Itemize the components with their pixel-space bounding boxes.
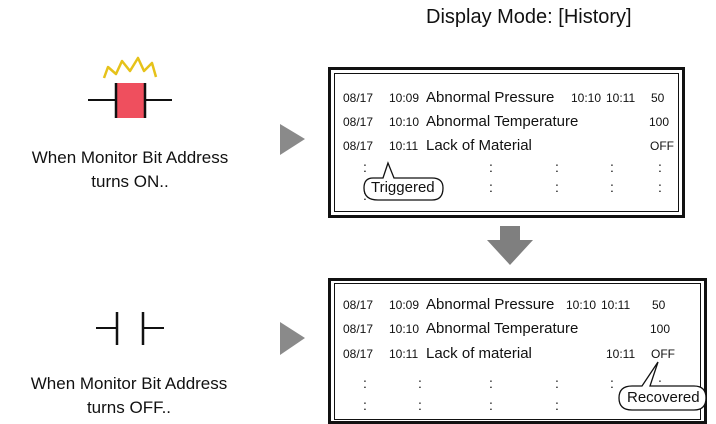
continuation-dots: : [555,179,559,195]
continuation-dots: : [658,375,662,391]
continuation-dots: : [363,375,367,391]
history-display-off-inner [334,283,701,420]
caption-off: When Monitor Bit Address turns OFF.. [30,374,228,417]
contact-off-icon [96,312,164,345]
continuation-dots: : [363,397,367,413]
callout-triggered-label: Triggered [371,179,435,196]
continuation-dots: : [363,187,367,203]
callout-recovered-label: Recovered [627,389,700,406]
arrow-right-icon [280,124,305,155]
caption-on: When Monitor Bit Address turns ON.. [31,148,229,191]
arrow-down-icon [487,226,533,265]
continuation-dots: : [658,179,662,195]
display-mode-title: Display Mode: [History] [426,6,632,28]
continuation-dots: : [610,179,614,195]
arrow-right-icon [280,322,305,355]
continuation-dots: : [610,159,614,175]
continuation-dots: : [555,375,559,391]
continuation-dots: : [610,375,614,391]
continuation-dots: : [489,397,493,413]
continuation-dots: : [489,179,493,195]
continuation-dots: : [418,375,422,391]
spark-icon [102,56,158,79]
contact-on-icon [88,83,172,118]
continuation-dots: : [555,159,559,175]
history-display-on-inner [334,73,679,212]
continuation-dots: : [658,159,662,175]
continuation-dots: : [363,159,367,175]
continuation-dots: : [489,375,493,391]
continuation-dots: : [418,397,422,413]
continuation-dots: : [489,159,493,175]
continuation-dots: : [555,397,559,413]
